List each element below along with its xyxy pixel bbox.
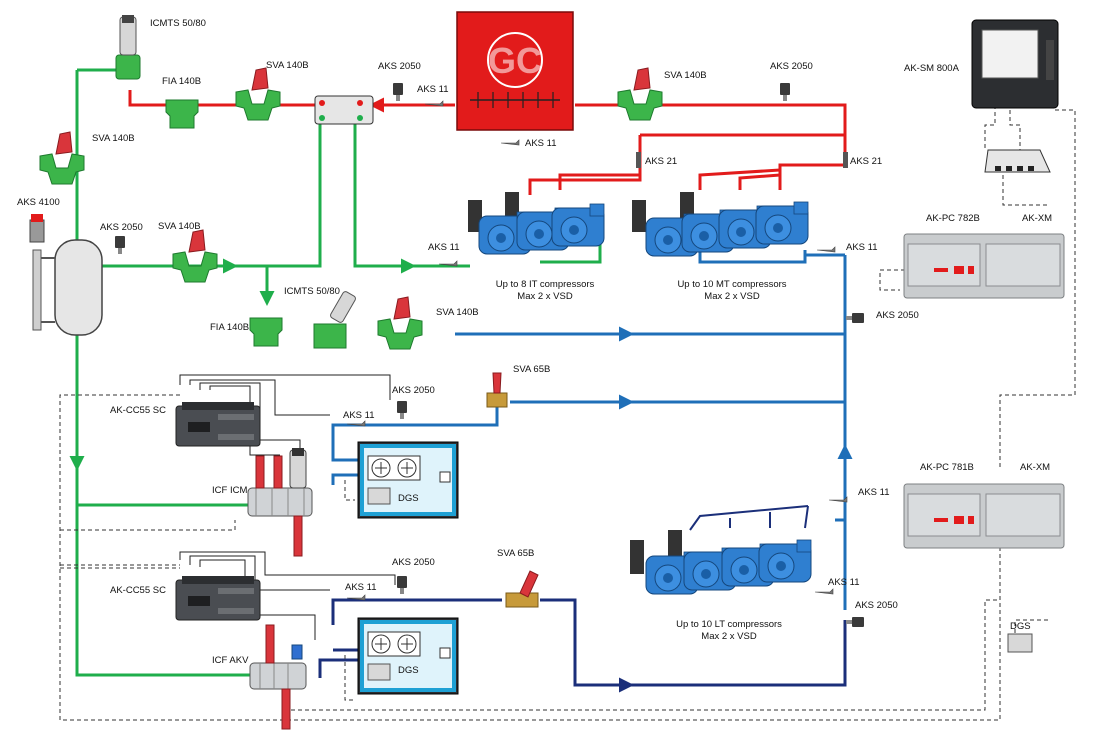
it-compressor-rack <box>468 192 604 254</box>
label-aks2050-lt: AKS 2050 <box>855 600 898 611</box>
aks2050-top-right-sensor <box>780 83 790 101</box>
label-sva65-top: SVA 65B <box>513 364 550 375</box>
sva-valve-top-right <box>618 68 662 120</box>
gas-cooler-logo: GC <box>488 40 542 81</box>
label-mt-comp-2: Max 2 x VSD <box>704 291 760 302</box>
label-aks11-it: AKS 11 <box>428 242 460 253</box>
icmts-valve-mid <box>314 291 357 348</box>
label-aks11-gc: AKS 11 <box>525 138 557 149</box>
label-aks4100: AKS 4100 <box>17 197 60 208</box>
sva65-valve-top <box>487 373 507 407</box>
aks11-lt-comp-sensor <box>815 589 833 594</box>
label-aks2050-mt: AKS 2050 <box>876 310 919 321</box>
sva65-valve-bottom <box>506 571 538 607</box>
label-sva-left: SVA 140B <box>92 133 135 144</box>
icf-akv-station <box>250 625 306 729</box>
dgs-sensor-standalone <box>1008 634 1032 652</box>
label-aks11-top: AKS 11 <box>417 84 449 95</box>
sva-valve-mid <box>378 297 422 349</box>
fia-filter-top <box>166 100 198 128</box>
label-aks2050-cc1: AKS 2050 <box>392 385 435 396</box>
label-sva-top-left: SVA 140B <box>266 60 309 71</box>
icf-icm-station <box>248 448 312 556</box>
label-sva65-bottom: SVA 65B <box>497 548 534 559</box>
label-lt-comp-2: Max 2 x VSD <box>701 631 757 642</box>
aks2050-cc2-sensor <box>397 576 407 594</box>
heat-exchanger <box>315 96 373 124</box>
label-ak-xm-top: AK-XM <box>1022 213 1052 224</box>
lt-compressor-rack <box>630 506 811 594</box>
display-cabinet-2 <box>358 618 458 694</box>
label-aks11-lt-comp: AKS 11 <box>828 577 860 588</box>
aks11-mt-sensor <box>817 247 835 252</box>
label-aks11-mt: AKS 11 <box>846 242 878 253</box>
label-icf-akv: ICF AKV <box>212 655 249 666</box>
label-sva-receiver: SVA 140B <box>158 221 201 232</box>
aks21-left-sensor <box>636 152 641 168</box>
ak-sm-800a-unit <box>972 20 1058 108</box>
label-mt-comp-1: Up to 10 MT compressors <box>677 279 786 290</box>
fia-filter-mid <box>250 318 282 346</box>
label-it-comp-2: Max 2 x VSD <box>517 291 573 302</box>
label-icmts-mid: ICMTS 50/80 <box>284 286 340 297</box>
gas-cooler: GC <box>457 12 573 130</box>
label-akcc-top: AK-CC55 SC <box>110 405 166 416</box>
aks2050-mt-sensor <box>846 313 864 323</box>
label-akcc-bottom: AK-CC55 SC <box>110 585 166 596</box>
label-lt-comp-1: Up to 10 LT compressors <box>676 619 782 630</box>
icmts-valve-top <box>116 15 140 79</box>
label-aks2050-cc2: AKS 2050 <box>392 557 435 568</box>
label-dgs-2: DGS <box>398 665 419 676</box>
label-aks11-lt: AKS 11 <box>858 487 890 498</box>
label-aks2050-left: AKS 2050 <box>100 222 143 233</box>
label-sva-top-right: SVA 140B <box>664 70 707 81</box>
aks11-gc-sensor <box>501 140 519 145</box>
label-it-comp-1: Up to 8 IT compressors <box>496 279 595 290</box>
aks2050-lt-sensor <box>846 617 864 627</box>
sva-valve-receiver <box>173 230 217 282</box>
label-ak-xm-bottom: AK-XM <box>1020 462 1050 473</box>
label-dgs-1: DGS <box>398 493 419 504</box>
ak-cc55-controller-top <box>176 402 260 446</box>
label-aks21-left: AKS 21 <box>645 156 677 167</box>
ak-cc55-controller-bottom <box>176 576 260 620</box>
aks2050-top-sensor <box>393 83 403 101</box>
ak-pc782-rack <box>904 234 1064 298</box>
aks2050-cc1-sensor <box>397 401 407 419</box>
label-aks2050-top: AKS 2050 <box>378 61 421 72</box>
label-aks11-cc1: AKS 11 <box>343 410 375 421</box>
aks2050-left-sensor <box>115 236 125 254</box>
label-sva-mid: SVA 140B <box>436 307 479 318</box>
label-aks11-cc2: AKS 11 <box>345 582 377 593</box>
label-icf-icm: ICF ICM <box>212 485 247 496</box>
liquid-receiver <box>30 214 102 335</box>
ak-pc781-rack <box>904 484 1064 548</box>
label-aks21-right: AKS 21 <box>850 156 882 167</box>
label-fia-top: FIA 140B <box>162 76 201 87</box>
aks21-right-sensor <box>843 152 848 168</box>
label-dgs-3: DGS <box>1010 621 1031 632</box>
label-ak-sm: AK-SM 800A <box>904 63 960 74</box>
label-ak-pc782: AK-PC 782B <box>926 213 980 224</box>
mt-compressor-rack <box>632 192 808 256</box>
display-cabinet-1 <box>358 442 458 518</box>
network-switch <box>985 150 1050 172</box>
label-fia-mid: FIA 140B <box>210 322 249 333</box>
label-ak-pc781: AK-PC 781B <box>920 462 974 473</box>
label-icmts-top: ICMTS 50/80 <box>150 18 206 29</box>
sva-valve-top-left <box>236 68 280 120</box>
label-aks2050-top-right: AKS 2050 <box>770 61 813 72</box>
